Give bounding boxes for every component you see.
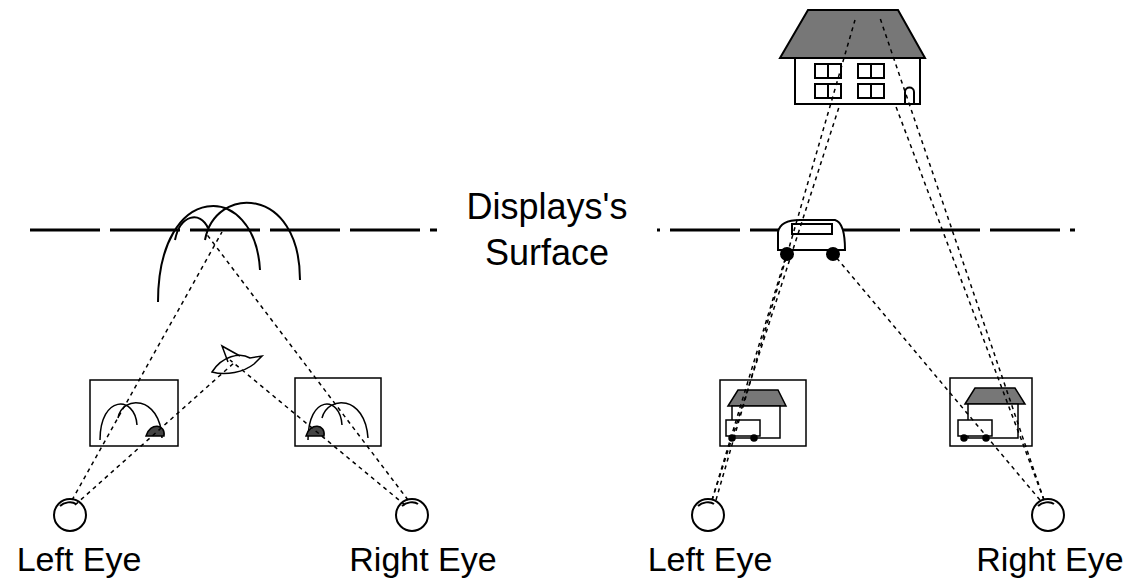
house <box>780 10 925 104</box>
eye-label: Right Eye <box>333 537 513 581</box>
eye-label: Right Eye <box>965 537 1135 581</box>
eye-label: Left Eye <box>4 537 154 581</box>
eyes <box>54 499 1064 531</box>
car <box>778 220 845 260</box>
left-image <box>90 380 178 446</box>
sight-lines <box>72 232 408 505</box>
sight-lines <box>712 18 1044 500</box>
right-image <box>295 378 381 446</box>
eye-label: Left Eye <box>635 537 785 581</box>
right-image <box>950 378 1032 446</box>
bird <box>212 346 262 374</box>
arches <box>158 203 300 302</box>
surface-label: Displays's Surface <box>437 184 657 276</box>
